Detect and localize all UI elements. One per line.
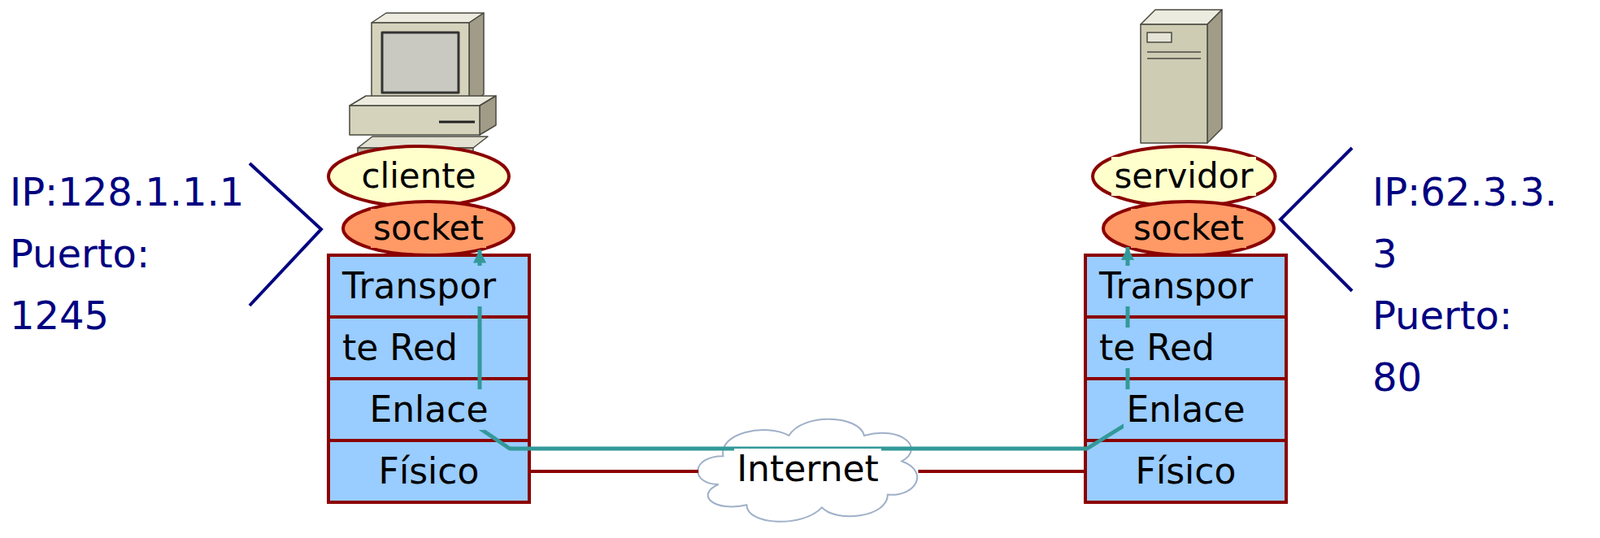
label-holder: Puerto: 80: [1372, 284, 1513, 409]
physical-cable: [530, 469, 699, 474]
server-icon: [1140, 9, 1222, 144]
data-path-arrow: [479, 247, 1128, 449]
physical-cable: [917, 469, 1084, 474]
application-ellipse: cliente: [326, 144, 511, 209]
label-holder: IP:128.1.1.1: [9, 160, 244, 223]
protocol-layer-box: te Red: [1083, 315, 1288, 381]
protocol-layer-box: Físico: [1083, 439, 1288, 505]
node-label: Transpor: [1096, 265, 1256, 308]
ip-address: IP:128.1.1.1: [9, 160, 244, 223]
protocol-layer-box: Físico: [326, 439, 531, 505]
node-label: te Red: [1096, 327, 1218, 370]
protocol-layer-box: Transpor: [326, 253, 531, 319]
ip-address: IP:62.3.3. 3: [1372, 160, 1557, 285]
internet-cloud: Internet: [690, 404, 926, 534]
node-label: Físico: [1133, 451, 1240, 493]
node-label: Físico: [376, 451, 483, 493]
node-label: servidor: [1111, 156, 1256, 196]
computer-icon: [349, 13, 496, 155]
node-label: te Red: [339, 327, 461, 370]
bracket: [1280, 147, 1353, 292]
node-label: Enlace: [366, 389, 491, 431]
node-label: socket: [370, 208, 487, 248]
node-label: Transpor: [339, 265, 499, 308]
bracket: [249, 163, 322, 306]
protocol-layer-box: Enlace: [326, 377, 531, 443]
node-label: Enlace: [1123, 389, 1248, 431]
socket-ellipse: socket: [341, 200, 516, 257]
port-number: Puerto: 1245: [9, 222, 150, 347]
label-holder: Puerto: 1245: [9, 222, 150, 347]
protocol-layer-box: te Red: [326, 315, 531, 381]
node-label: cliente: [358, 156, 479, 196]
application-ellipse: servidor: [1091, 144, 1278, 209]
node-label: Internet: [734, 448, 882, 491]
label-holder: IP:62.3.3. 3: [1372, 160, 1557, 285]
port-number: Puerto: 80: [1372, 284, 1513, 409]
protocol-layer-box: Transpor: [1083, 253, 1288, 319]
node-label: socket: [1130, 208, 1247, 248]
